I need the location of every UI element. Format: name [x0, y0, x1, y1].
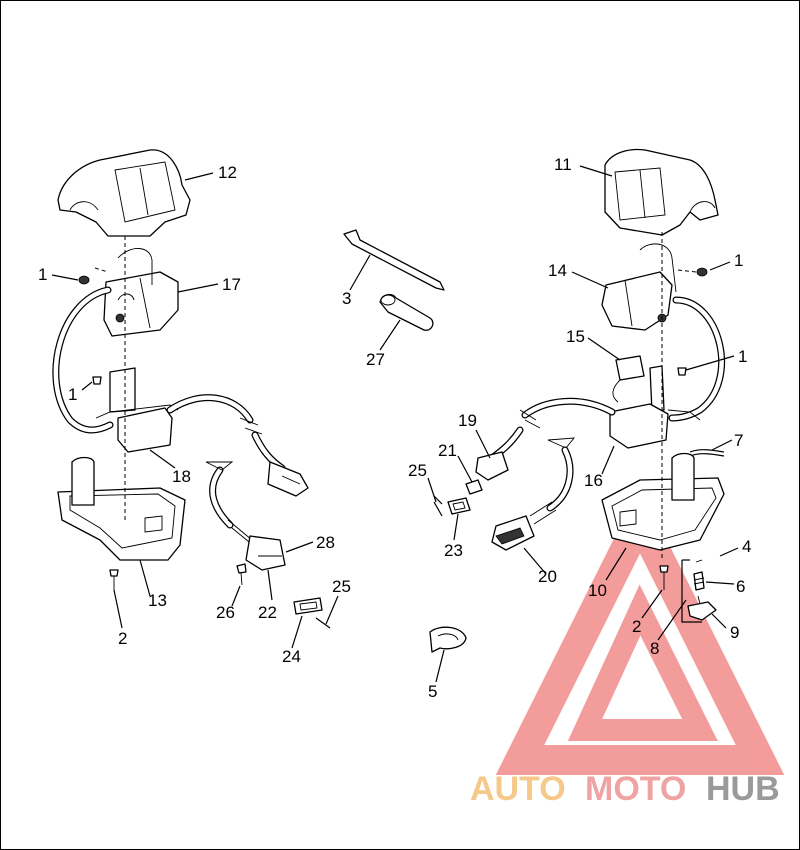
screw-1b-left [92, 376, 102, 385]
label-1a: 1 [38, 265, 47, 284]
label-2a: 2 [118, 629, 127, 648]
watermark-hub: HUB [706, 770, 780, 808]
watermark-logo [495, 486, 785, 775]
part-10-lower-housing-right [601, 452, 725, 551]
part-25-pin-right [433, 501, 443, 517]
part-23-gasket-right [447, 497, 471, 515]
label-8: 8 [650, 639, 659, 658]
part-16-connector-right [609, 365, 701, 449]
label-10: 10 [588, 581, 607, 600]
watermark-moto: MOTO [585, 770, 686, 808]
label-9: 9 [730, 623, 739, 642]
part-26-pin [236, 563, 247, 586]
watermark-auto: AUTO [470, 770, 566, 808]
left-wire-loop [52, 286, 114, 434]
part-15-module [612, 355, 645, 403]
label-7: 7 [734, 431, 743, 450]
label-11: 11 [554, 155, 572, 174]
part-24-gasket-left [293, 597, 323, 615]
right-screw-dashline [677, 269, 697, 273]
callout-labels: 12 1 17 1 18 13 2 3 27 28 26 22 24 25 5 … [38, 155, 751, 701]
part-13-lower-housing-left [57, 456, 186, 561]
label-15: 15 [566, 327, 585, 346]
label-14: 14 [548, 261, 567, 280]
label-1d: 1 [738, 347, 747, 366]
part-7-lead [689, 449, 725, 457]
label-24: 24 [282, 647, 301, 666]
label-1b: 1 [68, 385, 77, 404]
label-2b: 2 [632, 617, 641, 636]
part-21-terminal [465, 479, 483, 495]
left-screw-dashline [94, 267, 109, 273]
label-27: 27 [366, 350, 385, 369]
label-3: 3 [342, 289, 351, 308]
part-11-upper-cover-right [604, 148, 719, 236]
label-16: 16 [584, 471, 603, 490]
screw-1a-left [78, 275, 90, 285]
label-4: 4 [742, 537, 751, 556]
label-23: 23 [444, 541, 463, 560]
part-22-28-harness-left [205, 461, 286, 571]
part-25-pin-left [315, 617, 331, 629]
label-12: 12 [218, 163, 237, 182]
label-28: 28 [316, 533, 335, 552]
watermark-triangle-outer [495, 486, 785, 775]
part-3-cable-tie [343, 229, 445, 291]
label-13: 13 [148, 591, 167, 610]
label-22: 22 [258, 603, 277, 622]
part-18-connector-left [95, 367, 309, 497]
label-1c: 1 [734, 251, 743, 270]
part-19-20-harness-right [475, 397, 616, 551]
screw-1d-right [677, 367, 687, 376]
screw-2-right [659, 565, 669, 590]
label-21: 21 [438, 441, 457, 460]
label-17: 17 [222, 275, 241, 294]
label-20: 20 [538, 567, 557, 586]
part-27-sleeve [379, 293, 434, 331]
screw-2-left [109, 569, 119, 590]
label-19: 19 [458, 411, 477, 430]
right-wire-loop [668, 296, 726, 422]
label-25a: 25 [332, 577, 351, 596]
part-12-upper-cover-left [57, 149, 191, 237]
part-5-clip [429, 626, 467, 653]
part-17-switch-left [103, 248, 179, 337]
label-5: 5 [428, 682, 437, 701]
part-14-switch-right [601, 243, 677, 331]
label-18: 18 [172, 467, 191, 486]
watermark-triangle-inner [567, 584, 718, 741]
watermark-text: AUTO MOTO HUB [470, 770, 780, 808]
label-25b: 25 [408, 461, 427, 480]
screw-1c-right [696, 267, 708, 277]
leader-lines [51, 165, 739, 683]
label-6: 6 [736, 577, 745, 596]
label-26: 26 [216, 603, 235, 622]
part-4-6-8-9-button-kit [681, 559, 717, 623]
